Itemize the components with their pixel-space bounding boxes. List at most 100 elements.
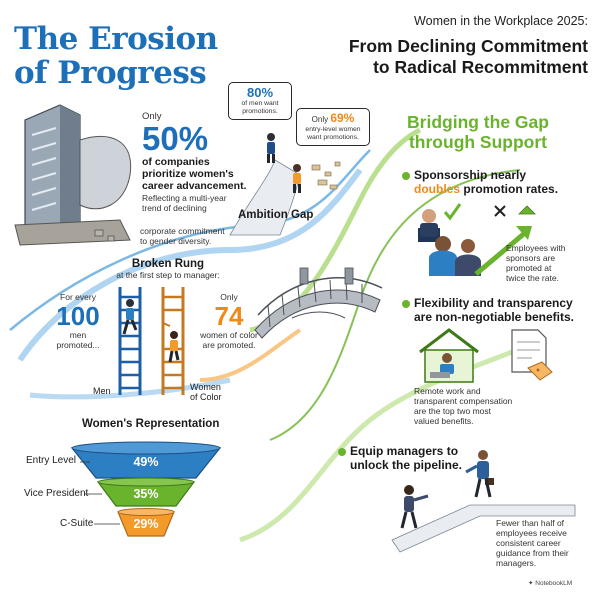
women-ambition-prefix: Only xyxy=(311,115,329,124)
men-promotion-value: 100 xyxy=(56,301,100,331)
flexibility-note-line: valued benefits. xyxy=(414,416,474,426)
flexibility-heading-line: are non-negotiable benefits. xyxy=(414,310,575,324)
managers-note: Fewer than half of employees receive con… xyxy=(496,518,592,568)
subtitle-line-2: to Radical Recommitment xyxy=(373,57,588,77)
sponsorship-bullet-icon xyxy=(402,172,410,180)
sponsorship-heading: Sponsorship nearly doubles promotion rat… xyxy=(414,168,584,196)
sponsorship-highlight: doubles xyxy=(414,182,461,196)
entry-level-value: 49% xyxy=(133,455,159,469)
stat-desc-line: of companies xyxy=(142,156,210,168)
remote-work-house-icon xyxy=(419,328,479,383)
report-kicker: Women in the Workplace 2025: xyxy=(414,14,588,28)
women-ambition-text: entry-level women xyxy=(305,126,361,133)
broken-rung-heading: Broken Rung at the first step to manager… xyxy=(108,258,228,280)
sponsorship-heading-line: doubles promotion rates. xyxy=(414,182,584,196)
sponsorship-note: Employees with sponsors are promoted at … xyxy=(506,243,586,283)
stat-note-line: trend of declining xyxy=(142,203,207,213)
men-promotion-text: men xyxy=(69,330,87,340)
men-ladder-label: Men xyxy=(93,386,111,396)
c-suite-label: C-Suite xyxy=(60,518,94,529)
stat-note-top: Reflecting a multi-year trend of declini… xyxy=(142,193,262,213)
women-ambition-headline: Only 69% xyxy=(301,112,365,126)
watermark-text: NotebookLM xyxy=(535,580,573,587)
report-subtitle: From Declining Commitment to Radical Rec… xyxy=(318,36,588,78)
sponsorship-note-line: twice the rate. xyxy=(506,273,559,283)
crumbling-building-icon xyxy=(14,104,132,246)
woman-figure-icon xyxy=(293,164,301,193)
man-figure-icon xyxy=(267,133,275,163)
stat-note-line: to gender diversity. xyxy=(140,236,212,246)
stat-description: of companies prioritize women's career a… xyxy=(142,156,262,192)
stat-desc-line: prioritize women's xyxy=(142,168,234,180)
men-promotion-stat: For every 100 men promoted... xyxy=(38,292,118,350)
blue-curve-bottom xyxy=(29,377,231,400)
women-promotion-prefix: Only xyxy=(220,292,238,302)
bridge-icon xyxy=(254,267,383,339)
document-price-tag-icon xyxy=(511,329,553,381)
flexibility-note-line: transparent compensation xyxy=(414,396,513,406)
flexibility-note: Remote work and transparent compensation… xyxy=(414,386,544,426)
managers-note-line: employees receive xyxy=(496,528,567,538)
women-ladder-label-line: of Color xyxy=(190,392,222,402)
broken-rung-title: Broken Rung xyxy=(131,258,205,270)
women-ladder-icon xyxy=(161,287,185,395)
sponsorship-heading-rest: promotion rates. xyxy=(463,182,559,196)
men-ambition-value: 80% xyxy=(246,85,274,100)
women-promotion-stat: Only 74 women of color are promoted. xyxy=(190,292,268,350)
entry-level-label: Entry Level xyxy=(26,455,77,466)
flexibility-note-line: are the top two most xyxy=(414,406,492,416)
subtitle-line-1: From Declining Commitment xyxy=(348,36,588,56)
women-promotion-text: women of color xyxy=(200,330,258,340)
sponsorship-heading-line: Sponsorship nearly xyxy=(414,168,527,182)
vice-president-label: Vice President xyxy=(24,488,89,499)
mentorship-scene-icon xyxy=(391,450,576,553)
men-ambition-text: promotions. xyxy=(242,108,278,115)
ambition-gap-label: Ambition Gap xyxy=(238,209,314,221)
sponsorship-note-line: promoted at xyxy=(506,263,552,273)
women-ambition-value: 69% xyxy=(330,111,355,125)
women-ambition-bubble: Only 69% entry-level women want promotio… xyxy=(296,108,370,146)
managers-note-line: Fewer than half of xyxy=(496,518,565,528)
representation-title: Women's Representation xyxy=(82,418,220,430)
c-suite-value: 29% xyxy=(133,517,159,531)
flexibility-heading: Flexibility and transparency are non-neg… xyxy=(414,296,594,324)
rubble-icon xyxy=(311,161,341,190)
women-ladder-label: Women of Color xyxy=(190,382,222,402)
sponsorship-note-line: Employees with xyxy=(506,243,566,253)
managers-heading: Equip managers to unlock the pipeline. xyxy=(350,444,490,472)
stat-prefix: Only xyxy=(142,111,162,122)
stat-note-line: corporate commitment xyxy=(140,226,225,236)
sponsorship-people-icon xyxy=(418,203,536,276)
women-promotion-text: are promoted. xyxy=(202,340,256,350)
managers-note-line: managers. xyxy=(496,558,537,568)
bridging-heading-line: Bridging the Gap xyxy=(407,112,549,132)
managers-note-line: guidance from their xyxy=(496,548,569,558)
women-ladder-label-line: Women xyxy=(190,382,221,392)
managers-heading-line: unlock the pipeline. xyxy=(350,458,463,472)
men-promotion-text: promoted... xyxy=(56,340,100,350)
main-title-line-2: of Progress xyxy=(14,55,207,91)
company-priority-stat: Only 50% of companies prioritize women's… xyxy=(142,111,262,214)
flexibility-bullet-icon xyxy=(402,300,410,308)
notebook-logo-icon: ✦ xyxy=(528,580,536,587)
stat-value: 50% xyxy=(142,120,209,157)
vice-president-value: 35% xyxy=(133,487,159,501)
stat-note-line: Reflecting a multi-year xyxy=(142,193,227,203)
women-ambition-text: want promotions. xyxy=(307,134,359,141)
managers-heading-line: Equip managers to xyxy=(350,444,459,458)
blue-swirl-path xyxy=(17,168,363,362)
main-title: The Erosion of Progress xyxy=(14,22,218,90)
flexibility-heading-line: Flexibility and transparency xyxy=(414,296,573,310)
flexibility-note-line: Remote work and xyxy=(414,386,481,396)
watermark: ✦ NotebookLM xyxy=(528,579,572,587)
representation-funnel-icon xyxy=(70,441,222,537)
men-ambition-bubble: 80% of men want promotions. xyxy=(228,82,292,120)
sponsorship-note-line: sponsors are xyxy=(506,253,556,263)
men-ambition-text: of men want xyxy=(241,100,279,107)
men-promotion-prefix: For every xyxy=(60,292,96,302)
women-promotion-value: 74 xyxy=(214,301,244,331)
stat-note-bottom: corporate commitment to gender diversity… xyxy=(140,226,250,246)
men-ladder-icon xyxy=(118,287,142,395)
